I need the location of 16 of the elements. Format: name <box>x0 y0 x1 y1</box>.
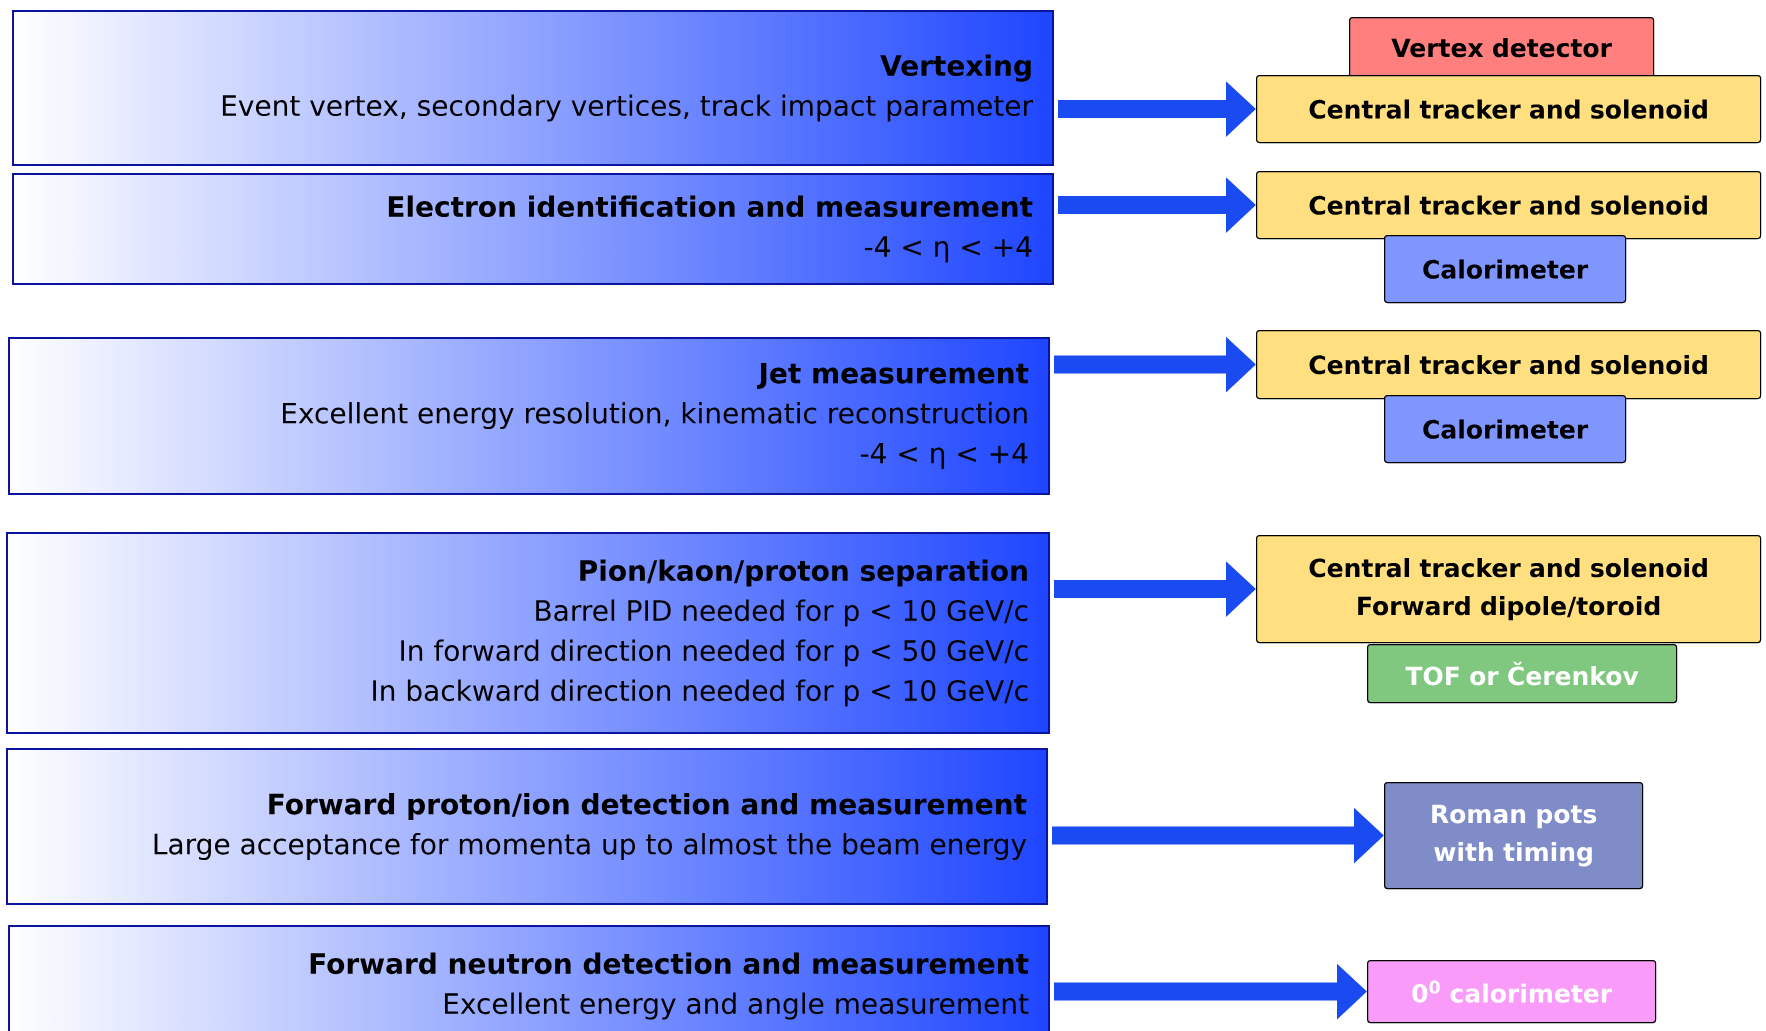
detector-box: Central tracker and solenoid <box>1256 330 1762 400</box>
detector-box: TOF or Čerenkov <box>1367 644 1678 704</box>
detector-box: Roman pots with timing <box>1384 782 1644 890</box>
detector-box: 0$^{0}$ calorimeter <box>1367 960 1657 1024</box>
requirement-box: Electron identification and measurement -4 < η < +4 <box>12 173 1054 285</box>
requirement-box: Forward proton/ion detection and measurement Large acceptance for momenta up to almost the beam energy <box>6 748 1048 905</box>
detector-box: Central tracker and solenoid <box>1256 75 1762 144</box>
detector-box: Central tracker and solenoid <box>1256 171 1762 240</box>
detector-box: Calorimeter <box>1384 235 1627 304</box>
detector-box: Calorimeter <box>1384 395 1627 464</box>
requirement-box: Jet measurement Excellent energy resolution, kinematic reconstruction -4 < η < +4 <box>8 337 1050 495</box>
detector-box: Vertex detector <box>1349 17 1655 79</box>
detector-box: Central tracker and solenoid Forward dipole/toroid <box>1256 535 1762 644</box>
requirement-box: Pion/kaon/proton separation Barrel PID needed for p < 10 GeV/c In forward direction needed for p < 50 GeV/c In backward direction needed for p < 10 GeV/c <box>6 532 1050 734</box>
requirement-box: Vertexing Event vertex, secondary vertices, track impact parameter <box>12 10 1054 166</box>
requirement-box: Forward neutron detection and measurement Excellent energy and angle measurement <box>8 925 1050 1031</box>
